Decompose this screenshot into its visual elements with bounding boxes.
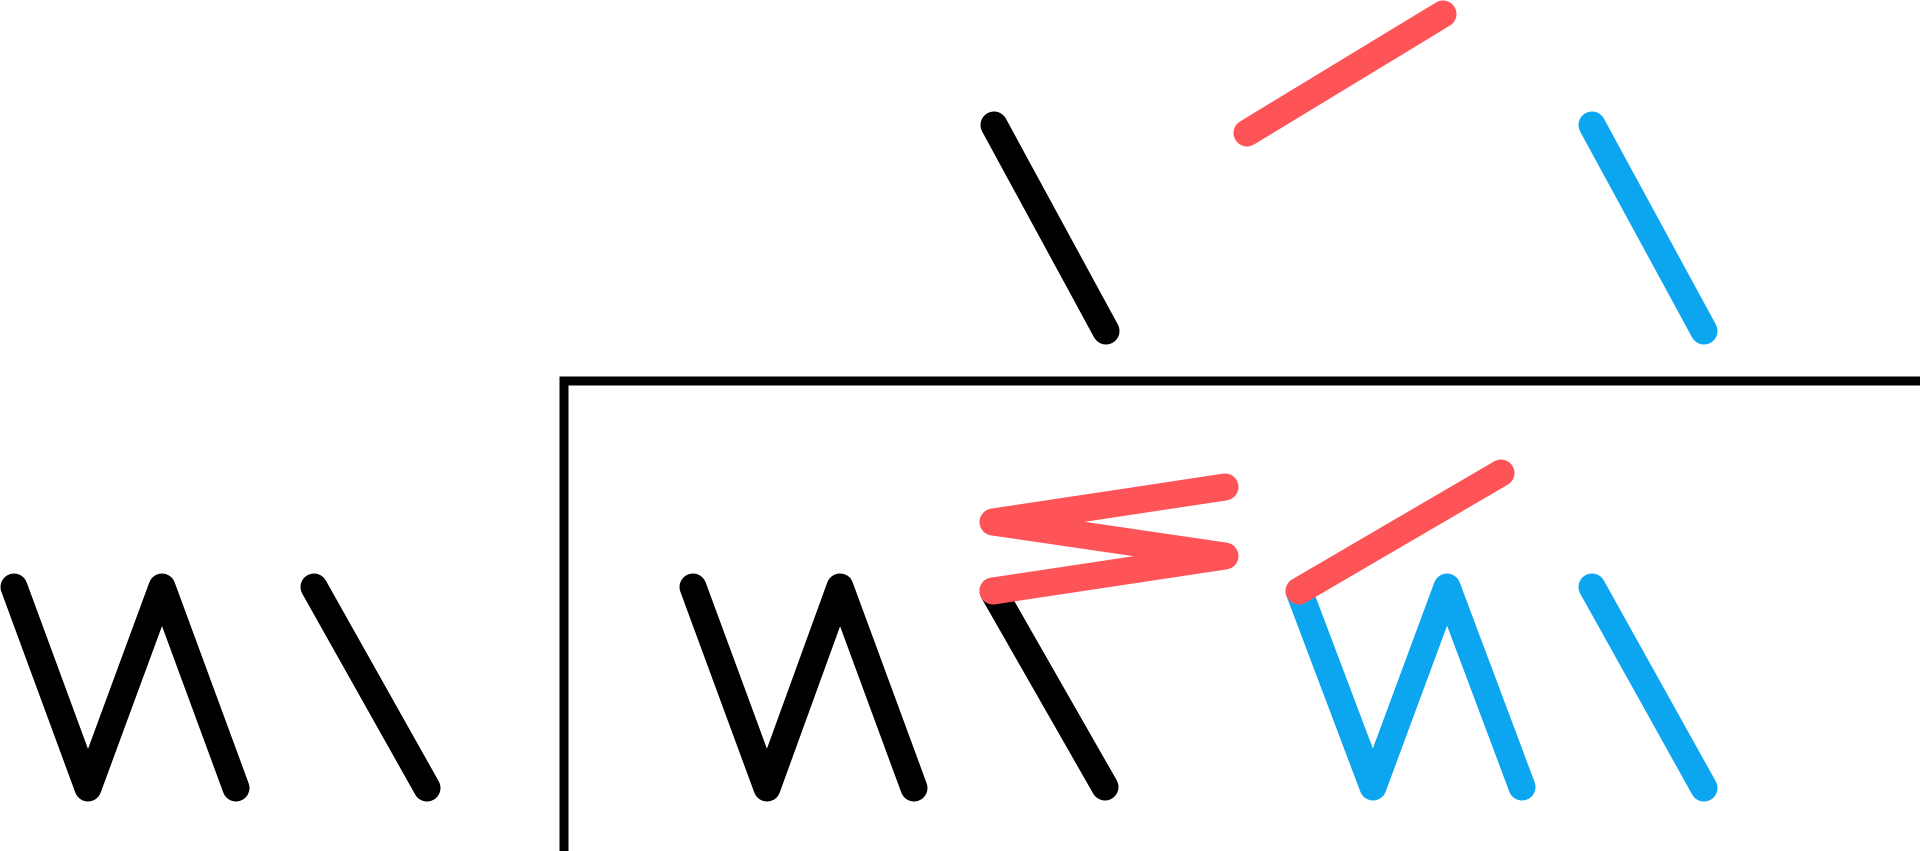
top-blue-stroke xyxy=(1578,111,1718,345)
frame-blue-zigzag xyxy=(1285,573,1536,801)
frame-red-zigzag xyxy=(979,473,1239,605)
frame-black-zigzag xyxy=(679,573,928,802)
top-red-stroke xyxy=(1233,0,1457,147)
bottom-left-black-stroke xyxy=(300,573,441,802)
frame-blue-stroke xyxy=(1578,573,1718,802)
top-black-stroke xyxy=(980,111,1120,345)
frame-black-stroke xyxy=(979,577,1119,801)
corner-frame xyxy=(559,376,1920,851)
bottom-left-black-zigzag xyxy=(0,573,250,802)
frame-red-stroke xyxy=(1285,459,1515,605)
